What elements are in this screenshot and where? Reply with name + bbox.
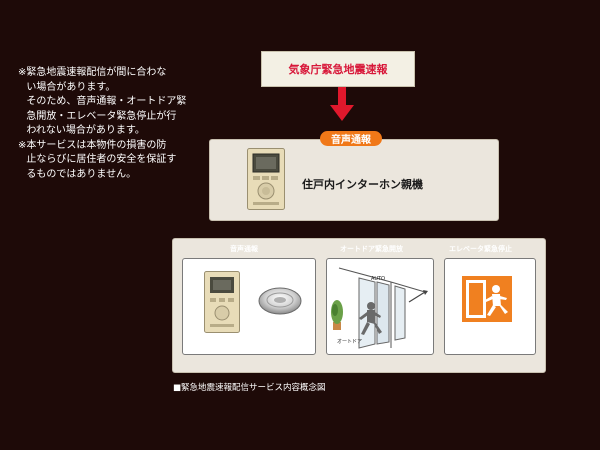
running-person-icon <box>359 302 382 335</box>
emergency-exit-icon <box>462 276 512 322</box>
voice-notification-pill: 音声通報 <box>320 131 382 146</box>
plant-icon <box>331 300 343 330</box>
note-mark: ※ <box>18 139 27 151</box>
intercom-icon <box>247 148 285 210</box>
jma-source-label: 気象庁緊急地震速報 <box>288 63 388 76</box>
panel-title-door: オートドア緊急開放 <box>340 245 403 253</box>
intercom-label: 住戸内インターホン親機 <box>302 178 423 191</box>
note-2: ※ 本サービスは本物件の損害の防 止ならびに居住者の安全を保証す るものではあり… <box>18 139 218 183</box>
pill-label: 音声通報 <box>331 135 371 146</box>
diagram-caption: ■緊急地震速報配信サービス内容概念図 <box>173 383 326 393</box>
note-mark: ※ <box>18 67 27 78</box>
jma-source-box: 気象庁緊急地震速報 <box>261 51 415 87</box>
ceiling-speaker-icon <box>258 287 302 315</box>
auto-door-caption: オートドア <box>337 339 362 345</box>
auto-door-illustration: AUTO オートドア <box>331 267 428 349</box>
down-arrow-icon <box>330 87 354 121</box>
panel-title-voice: 音声通報 <box>230 245 258 253</box>
note-text: 緊急地震速報配信が間に合わな い場合があります。 そのため、音声通報・オートドア… <box>26 67 187 136</box>
note-1: ※ 緊急地震速報配信が間に合わな い場合があります。 そのため、音声通報・オート… <box>18 66 218 139</box>
notes: ※ 緊急地震速報配信が間に合わな い場合があります。 そのため、音声通報・オート… <box>18 66 218 182</box>
intercom-icon <box>204 271 240 333</box>
panel-title-elevator: エレベータ緊急停止 <box>449 245 512 253</box>
note-text: 本サービスは本物件の損害の防 止ならびに居住者の安全を保証す るものではありませ… <box>26 139 177 180</box>
auto-label: AUTO <box>371 276 385 282</box>
